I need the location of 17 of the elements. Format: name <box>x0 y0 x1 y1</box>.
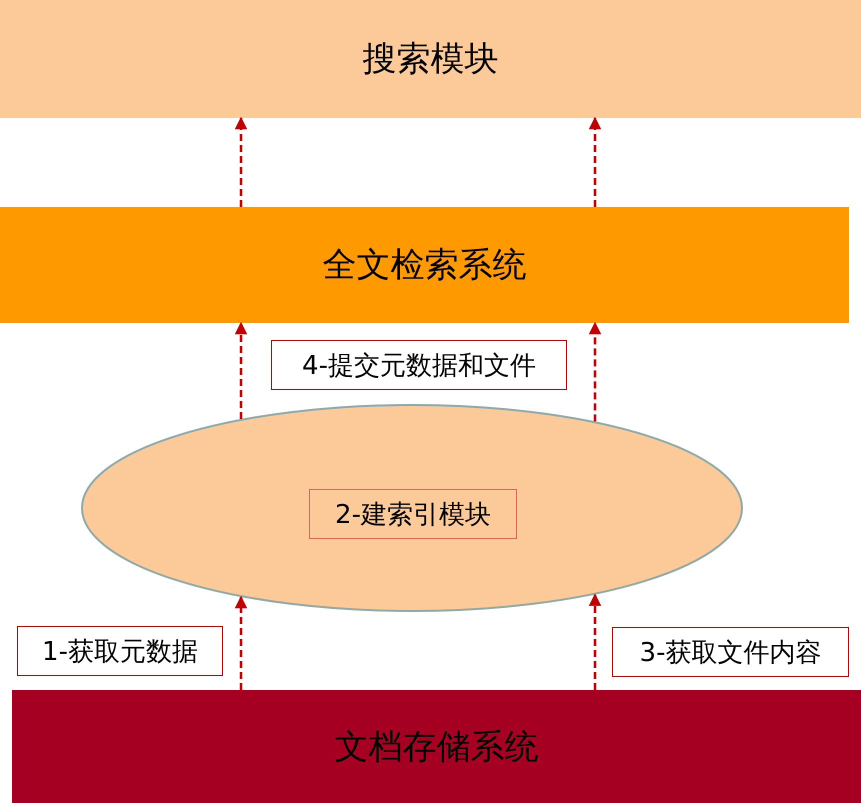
edge-label: 4-提交元数据和文件 <box>271 340 567 390</box>
arrow <box>588 322 602 422</box>
band-title: 文档存储系统 <box>334 726 538 768</box>
band-title: 全文检索系统 <box>322 244 526 287</box>
module-band <box>0 0 861 118</box>
module-label: 2-建索引模块 <box>335 498 491 532</box>
arrow <box>588 593 602 690</box>
system-band <box>0 207 849 323</box>
storage-band <box>12 690 861 803</box>
arrow <box>234 596 248 690</box>
arrow <box>234 116 248 207</box>
arrow <box>588 116 602 207</box>
edge-label: 1-获取元数据 <box>17 626 223 676</box>
edge-label: 3-获取文件内容 <box>612 627 849 677</box>
band-title: 搜索模块 <box>362 38 498 81</box>
arrow <box>234 322 248 419</box>
module-box <box>309 489 517 539</box>
